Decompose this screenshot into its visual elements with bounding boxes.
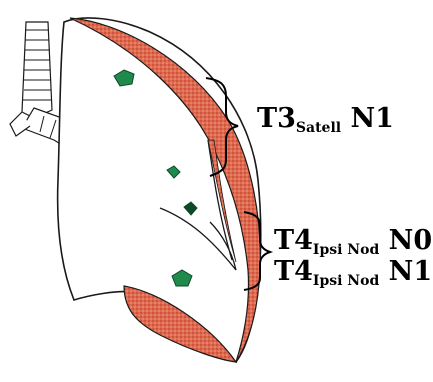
- stage-n-category: N1: [341, 103, 394, 134]
- stage-n-category: N0: [379, 225, 432, 256]
- stage-subscript: Satell: [296, 120, 341, 136]
- stage-n-category: N1: [379, 256, 432, 287]
- stage-t-category: T4: [274, 225, 313, 256]
- label-t4-ipsi-nod-n1: T4Ipsi Nod N1: [274, 258, 432, 288]
- stage-t-category: T4: [274, 256, 313, 287]
- stage-t-category: T3: [257, 103, 296, 134]
- label-t4-ipsi-nod-n0: T4Ipsi Nod N0: [274, 227, 432, 257]
- label-t3-satell-n1: T3Satell N1: [257, 105, 394, 135]
- stage-subscript: Ipsi Nod: [313, 273, 379, 289]
- stage-subscript: Ipsi Nod: [313, 242, 379, 258]
